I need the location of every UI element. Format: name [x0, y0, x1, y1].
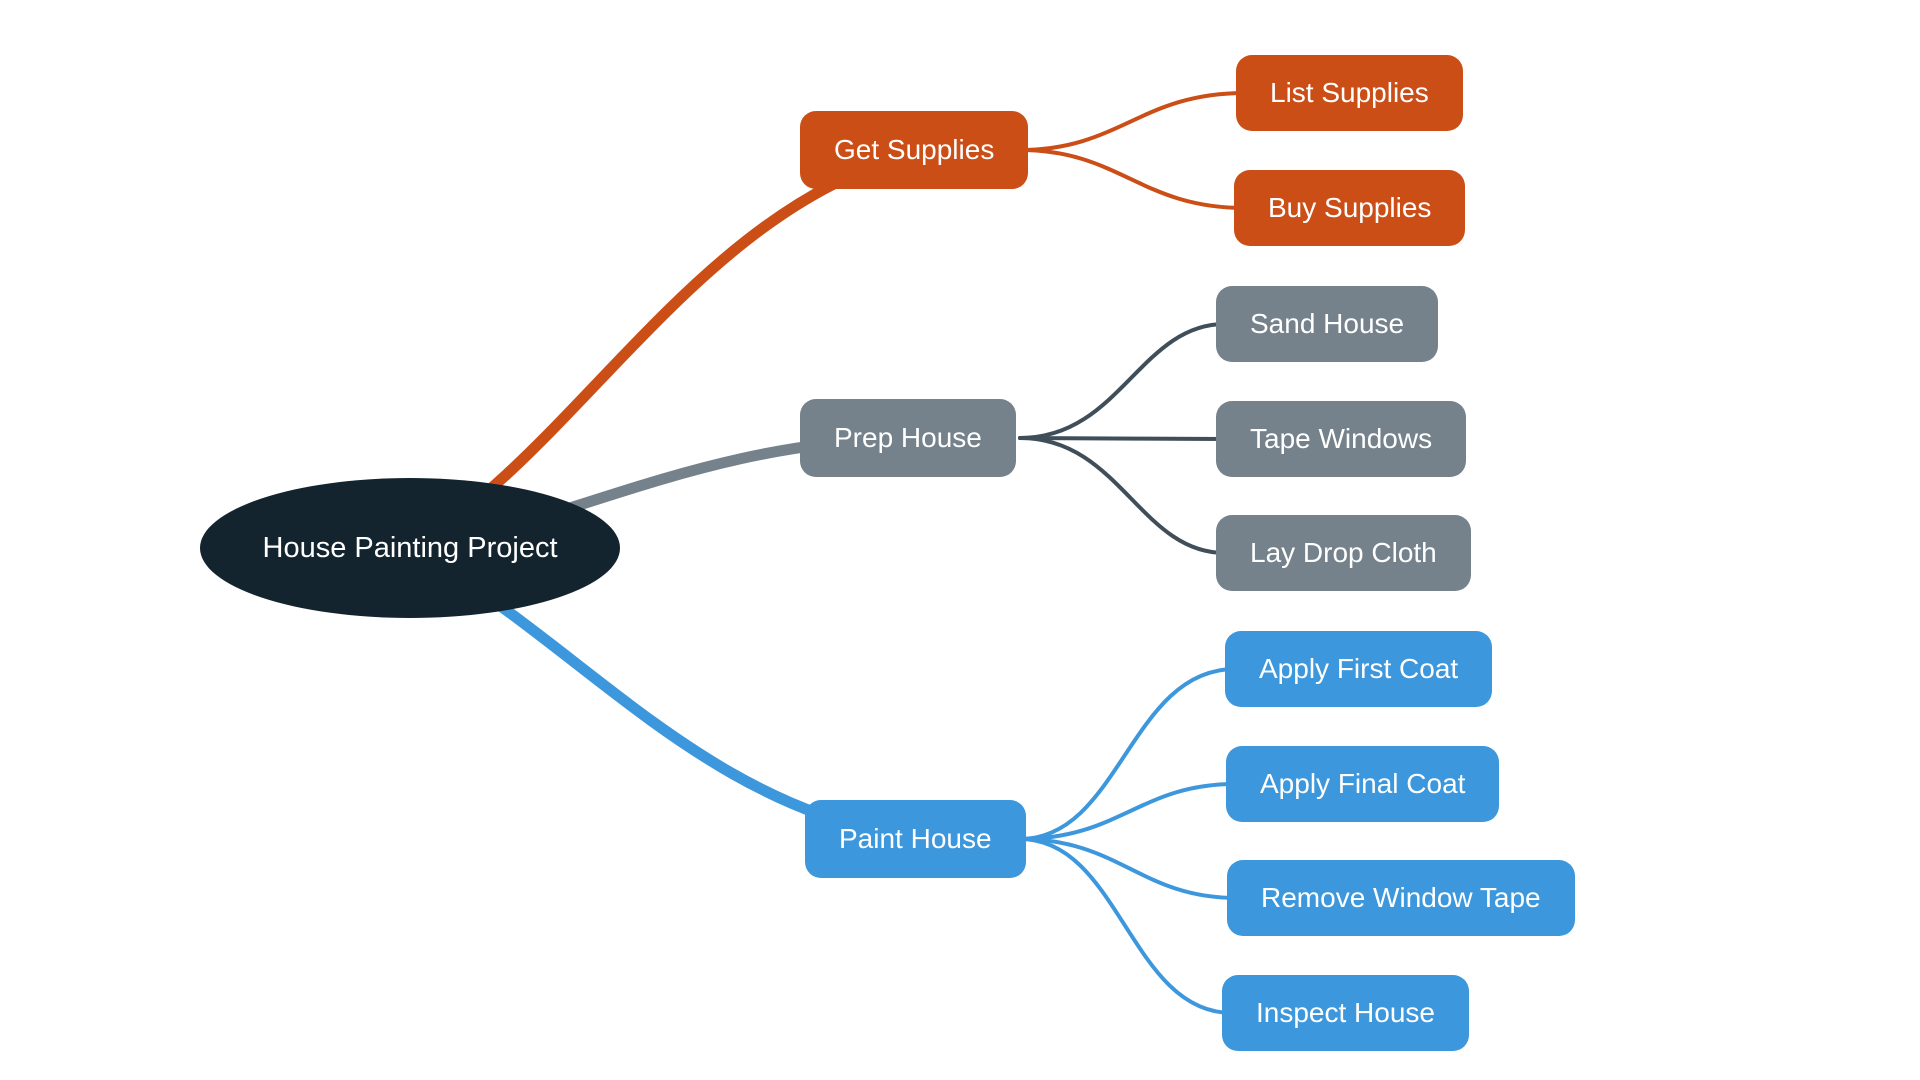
edge-paint-house-apply-first-coat — [1018, 667, 1237, 841]
leaf-node-tape-windows[interactable]: Tape Windows — [1216, 401, 1467, 477]
edge-prep-house-lay-drop-cloth — [1018, 436, 1227, 555]
leaf-node-remove-window-tape[interactable]: Remove Window Tape — [1227, 860, 1575, 936]
leaf-node-buy-supplies[interactable]: Buy Supplies — [1234, 170, 1466, 246]
edge-paint-house-inspect-house — [1018, 837, 1234, 1015]
root-node-house-painting-project[interactable]: House Painting Project — [200, 478, 620, 618]
edge-paint-house-remove-window-tape — [1018, 837, 1239, 900]
branch-node-paint-house[interactable]: Paint House — [805, 800, 1026, 878]
leaf-node-apply-first-coat[interactable]: Apply First Coat — [1225, 631, 1493, 707]
leaf-node-inspect-house[interactable]: Inspect House — [1222, 975, 1469, 1051]
leaf-node-lay-drop-cloth[interactable]: Lay Drop Cloth — [1216, 515, 1471, 591]
edge-get-supplies-buy-supplies — [1018, 148, 1247, 210]
leaf-node-sand-house[interactable]: Sand House — [1216, 286, 1439, 362]
edge-prep-house-sand-house — [1018, 322, 1227, 440]
edge-paint-house-apply-final-coat — [1018, 782, 1237, 841]
leaf-node-apply-final-coat[interactable]: Apply Final Coat — [1226, 746, 1500, 822]
edge-prep-house-tape-windows — [1018, 436, 1227, 441]
branch-node-get-supplies[interactable]: Get Supplies — [800, 111, 1029, 189]
leaf-node-list-supplies[interactable]: List Supplies — [1236, 55, 1463, 131]
edge-get-supplies-list-supplies — [1018, 91, 1247, 152]
branch-node-prep-house[interactable]: Prep House — [800, 399, 1016, 477]
